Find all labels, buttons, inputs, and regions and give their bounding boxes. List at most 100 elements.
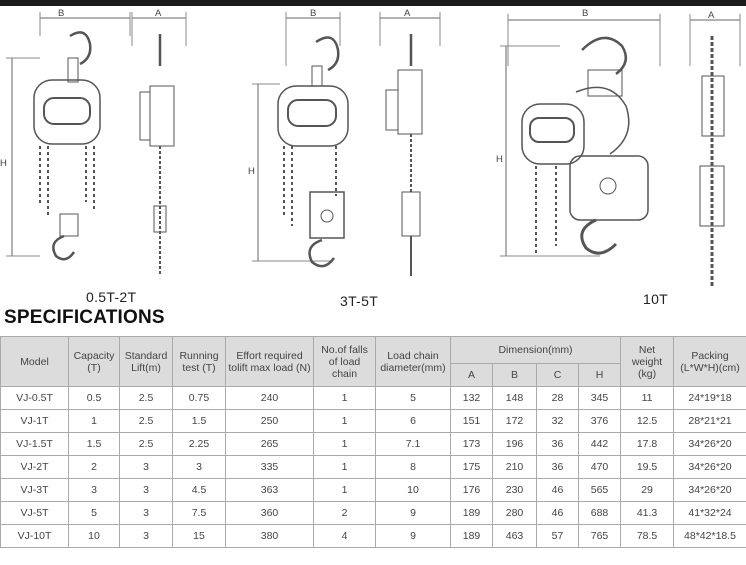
cell-chain-diameter: 10 bbox=[375, 478, 451, 502]
cell-net-weight: 17.8 bbox=[620, 432, 675, 456]
cell-running-test: 2.25 bbox=[172, 432, 226, 456]
cell-capacity: 0.5 bbox=[68, 386, 120, 410]
cell-dim-h: 470 bbox=[577, 455, 622, 479]
cell-dim-a: 176 bbox=[450, 478, 493, 502]
header-effort: Effort required tolift max load (N) bbox=[225, 336, 314, 387]
medium-hoist-caption: 3T-5T bbox=[340, 293, 379, 309]
cell-chain-diameter: 5 bbox=[375, 386, 451, 410]
medium-dim-h: H bbox=[248, 166, 255, 177]
cell-dim-h: 765 bbox=[577, 524, 622, 548]
cell-effort: 363 bbox=[225, 478, 314, 502]
cell-chain-diameter: 6 bbox=[375, 409, 451, 433]
medium-dim-a: A bbox=[404, 8, 411, 19]
cell-effort: 335 bbox=[225, 455, 314, 479]
cell-net-weight: 19.5 bbox=[620, 455, 675, 479]
cell-capacity: 2 bbox=[68, 455, 120, 479]
small-dim-b: B bbox=[58, 8, 64, 19]
cell-lift: 2.5 bbox=[119, 432, 173, 456]
cell-running-test: 1.5 bbox=[172, 409, 226, 433]
cell-falls: 1 bbox=[313, 409, 376, 433]
cell-capacity: 5 bbox=[68, 501, 120, 525]
header-capacity: Capacity (T) bbox=[68, 336, 120, 387]
cell-running-test: 15 bbox=[172, 524, 226, 548]
cell-model: VJ-0.5T bbox=[0, 386, 69, 410]
cell-net-weight: 78.5 bbox=[620, 524, 675, 548]
cell-model: VJ-5T bbox=[0, 501, 69, 525]
large-hoist-caption: 10T bbox=[643, 291, 669, 307]
top-border bbox=[0, 0, 746, 6]
cell-net-weight: 29 bbox=[620, 478, 675, 502]
medium-dim-b: B bbox=[310, 8, 316, 19]
cell-dim-h: 345 bbox=[577, 386, 622, 410]
header-dim-b: B bbox=[492, 363, 537, 387]
hoist-drawings: B A H B A H B A H bbox=[0, 8, 741, 286]
cell-dim-b: 210 bbox=[492, 455, 537, 479]
small-dim-a: A bbox=[155, 8, 162, 19]
cell-dim-b: 230 bbox=[492, 478, 537, 502]
cell-lift: 2.5 bbox=[119, 409, 173, 433]
page-title: SPECIFICATIONS bbox=[4, 307, 165, 328]
cell-model: VJ-2T bbox=[0, 455, 69, 479]
cell-capacity: 3 bbox=[68, 478, 120, 502]
cell-net-weight: 12.5 bbox=[620, 409, 675, 433]
header-falls: No.of falls of load chain bbox=[313, 336, 376, 387]
cell-packing: 41*32*24 bbox=[673, 501, 746, 525]
small-hoist-side-view bbox=[131, 12, 187, 276]
cell-dim-c: 32 bbox=[536, 409, 579, 433]
cell-packing: 34*26*20 bbox=[673, 478, 746, 502]
cell-effort: 360 bbox=[225, 501, 314, 525]
cell-dim-c: 46 bbox=[536, 478, 579, 502]
specifications-table: Model Capacity (T) Standard Lift(m) Runn… bbox=[0, 336, 746, 548]
cell-dim-b: 463 bbox=[492, 524, 537, 548]
cell-falls: 2 bbox=[313, 501, 376, 525]
cell-packing: 24*19*18 bbox=[673, 386, 746, 410]
cell-dim-h: 442 bbox=[577, 432, 622, 456]
cell-dim-a: 189 bbox=[450, 501, 493, 525]
table-header-row: Model Capacity (T) Standard Lift(m) Runn… bbox=[0, 336, 746, 387]
medium-hoist-front-view bbox=[252, 12, 349, 268]
header-dim-h: H bbox=[577, 363, 622, 387]
cell-effort: 250 bbox=[225, 409, 314, 433]
cell-net-weight: 11 bbox=[620, 386, 675, 410]
medium-hoist-side-view bbox=[379, 12, 441, 276]
header-net-weight: Net weight (kg) bbox=[620, 336, 675, 387]
cell-dim-b: 196 bbox=[492, 432, 537, 456]
cell-dim-a: 173 bbox=[450, 432, 493, 456]
cell-running-test: 0.75 bbox=[172, 386, 226, 410]
cell-dim-h: 376 bbox=[577, 409, 622, 433]
large-dim-b: B bbox=[582, 8, 588, 19]
cell-model: VJ-10T bbox=[0, 524, 69, 548]
cell-effort: 265 bbox=[225, 432, 314, 456]
cell-chain-diameter: 8 bbox=[375, 455, 451, 479]
header-model: Model bbox=[0, 336, 69, 387]
cell-lift: 3 bbox=[119, 501, 173, 525]
header-dim-a: A bbox=[450, 363, 493, 387]
cell-dim-c: 36 bbox=[536, 455, 579, 479]
cell-model: VJ-1T bbox=[0, 409, 69, 433]
cell-dim-c: 28 bbox=[536, 386, 579, 410]
cell-effort: 380 bbox=[225, 524, 314, 548]
cell-dim-b: 148 bbox=[492, 386, 537, 410]
cell-packing: 28*21*21 bbox=[673, 409, 746, 433]
hoist-diagrams: B A H B A H B A H 0.5T-2T 3T-5T 10T bbox=[0, 6, 746, 309]
cell-capacity: 1.5 bbox=[68, 432, 120, 456]
cell-lift: 3 bbox=[119, 524, 173, 548]
cell-dim-b: 280 bbox=[492, 501, 537, 525]
large-dim-a: A bbox=[708, 10, 715, 21]
header-lift: Standard Lift(m) bbox=[119, 336, 173, 387]
cell-falls: 4 bbox=[313, 524, 376, 548]
small-hoist-front-view bbox=[6, 12, 131, 261]
cell-lift: 2.5 bbox=[119, 386, 173, 410]
cell-falls: 1 bbox=[313, 478, 376, 502]
small-dim-h: H bbox=[0, 158, 7, 169]
cell-falls: 1 bbox=[313, 432, 376, 456]
cell-capacity: 1 bbox=[68, 409, 120, 433]
